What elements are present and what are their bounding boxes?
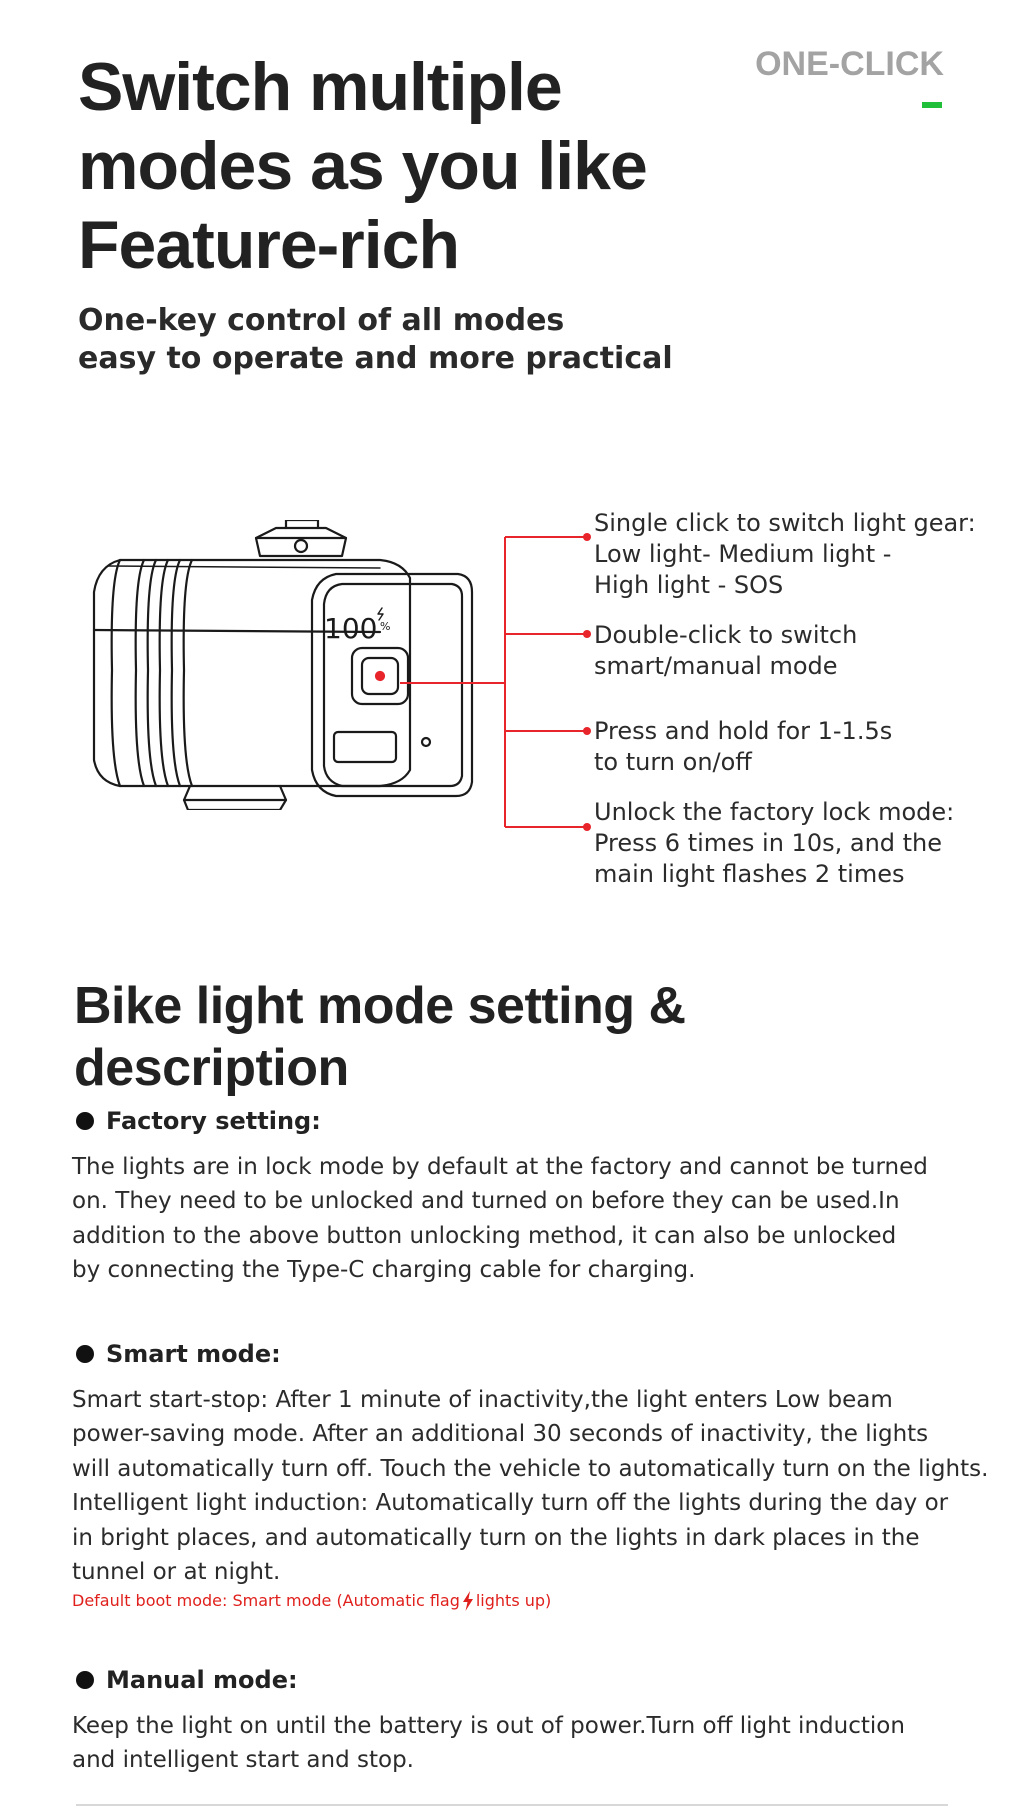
hero-title-line: Feature-rich [78,207,460,283]
bike-light-illustration: 100 % [92,520,474,810]
paragraph-line: The lights are in lock mode by default a… [72,1154,928,1180]
note-text: lights up) [475,1591,552,1610]
manual-mode-text: Keep the light on until the battery is o… [72,1709,1002,1778]
leader-dot [583,823,591,831]
hero-title-line: modes as you like [78,128,648,204]
heading-label: Smart mode: [106,1340,281,1368]
battery-percent-unit: % [380,620,390,633]
callout-line: to turn on/off [594,748,752,776]
callout-single-click: Single click to switch light gear: Low l… [594,508,1024,601]
hero-title-line: Switch multiple [78,49,563,125]
paragraph-line: tunnel or at night. [72,1559,281,1586]
callout-line: Single click to switch light gear: [594,509,976,537]
paragraph-line: Intelligent light induction: Automatical… [72,1490,949,1517]
callout-line: High light - SOS [594,571,784,599]
callout-double-click: Double-click to switch smart/manual mode [594,620,1024,682]
hero-subtitle-line: easy to operate and more practical [78,341,673,376]
one-click-tag: ONE-CLICK [755,45,944,83]
callout-line: Press 6 times in 10s, and the [594,829,943,857]
callout-press-hold: Press and hold for 1-1.5s to turn on/off [594,716,1024,778]
paragraph-line: power-saving mode. After an additional 3… [72,1421,929,1448]
leader-dot [583,533,591,541]
hero-title: Switch multiple modes as you like Featur… [78,48,718,285]
heading-label: Factory setting: [106,1107,321,1135]
callout-line: smart/manual mode [594,652,838,680]
bullet-dot-icon [76,1345,94,1363]
leader-dot [583,727,591,735]
bullet-dot-icon [76,1671,94,1689]
smart-mode-text: Smart start-stop: After 1 minute of inac… [72,1383,1002,1589]
paragraph-line: on. They need to be unlocked and turned … [72,1188,900,1215]
leader-dot [583,630,591,638]
hero-subtitle: One-key control of all modes easy to ope… [78,302,758,378]
battery-percent-readout: 100 [324,612,377,645]
lightning-bolt-icon [462,1591,473,1611]
paragraph-line: and intelligent start and stop. [72,1747,414,1774]
note-text: Default boot mode: Smart mode (Automatic… [72,1591,460,1610]
heading-label: Manual mode: [106,1666,298,1694]
default-boot-mode-note: Default boot mode: Smart mode (Automatic… [72,1590,551,1612]
callout-unlock: Unlock the factory lock mode: Press 6 ti… [594,797,1024,890]
paragraph-line: Keep the light on until the battery is o… [72,1713,905,1739]
section-title: Bike light mode setting & description [74,977,686,1097]
manual-mode-heading: Manual mode: [76,1663,298,1697]
charge-bolt-icon [377,607,384,621]
callout-line: Double-click to switch [594,621,858,649]
bullet-dot-icon [76,1112,94,1130]
paragraph-line: by connecting the Type-C charging cable … [72,1257,696,1284]
factory-setting-heading: Factory setting: [76,1104,321,1138]
paragraph-line: addition to the above button unlocking m… [72,1222,897,1249]
callout-line: Low light- Medium light - [594,540,892,568]
callout-leader-lines [400,533,591,831]
hero-subtitle-line: One-key control of all modes [78,303,565,338]
paragraph-line: in bright places, and automatically turn… [72,1524,920,1551]
callout-line: Press and hold for 1-1.5s [594,717,893,745]
accent-bar [922,102,942,108]
factory-setting-text: The lights are in lock mode by default a… [72,1150,1002,1288]
callout-line: main light flashes 2 times [594,860,905,888]
bottom-divider [76,1804,948,1806]
paragraph-line: Smart start-stop: After 1 minute of inac… [72,1387,893,1413]
paragraph-line: will automatically turn off. Touch the v… [72,1455,989,1482]
smart-mode-heading: Smart mode: [76,1337,281,1371]
callout-line: Unlock the factory lock mode: [594,798,955,826]
